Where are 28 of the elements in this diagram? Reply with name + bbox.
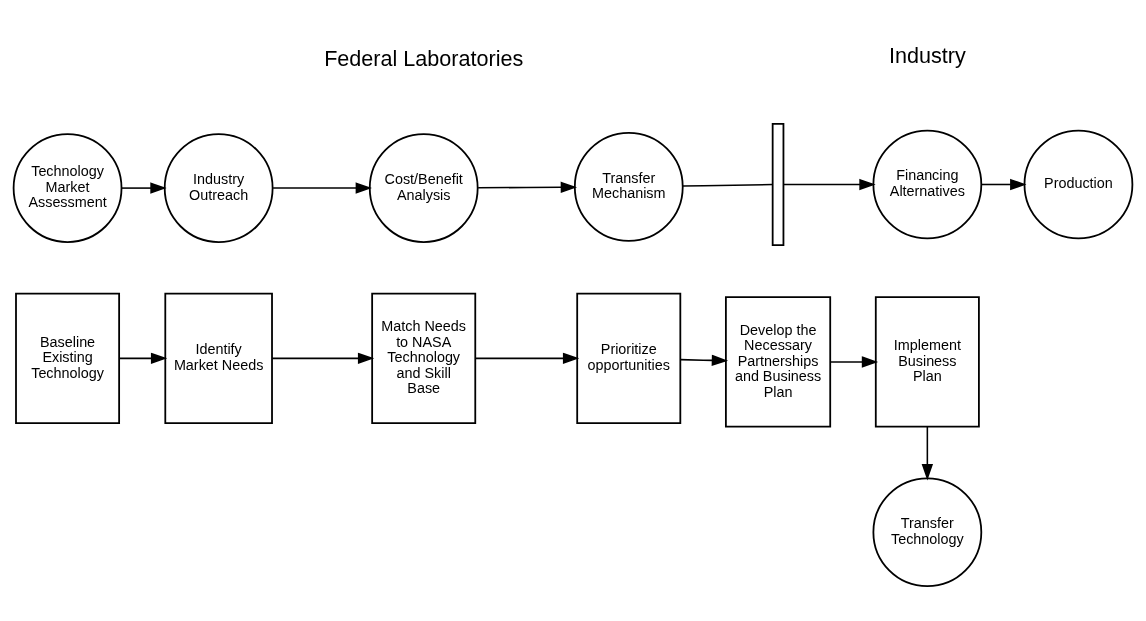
node-box: Identify Market Needs <box>164 292 273 424</box>
arrow <box>120 181 167 194</box>
node-circle: Technology Market Assessment <box>12 132 123 243</box>
arrow <box>980 178 1027 190</box>
label: Federal Laboratories <box>324 45 524 71</box>
node-box: Baseline Existing Technology <box>15 292 121 424</box>
arrow <box>118 352 168 364</box>
arrow <box>679 354 729 366</box>
arrow <box>474 352 580 364</box>
arrow <box>782 178 876 190</box>
arrow <box>272 181 372 194</box>
node-box: Match Needs to NASA Technology and Skill Base <box>371 292 477 424</box>
node-box: Prioritize opportunities <box>576 292 682 424</box>
node-circle: Transfer Mechanism <box>573 131 684 242</box>
node-circle: Financing Alternatives <box>872 129 983 239</box>
connector <box>682 183 774 187</box>
arrow <box>271 352 375 364</box>
node-bar <box>771 122 785 246</box>
label: Industry <box>888 42 966 68</box>
arrow <box>829 355 879 368</box>
arrow <box>921 425 934 480</box>
node-circle: Cost/Benefit Analysis <box>368 132 479 243</box>
node-box: Develop the Necessary Partnerships and Business Plan <box>725 295 832 428</box>
arrow <box>477 181 578 193</box>
node-circle: Production <box>1023 129 1134 239</box>
node-circle: Industry Outreach <box>163 132 274 243</box>
node-circle: Transfer Technology <box>872 476 983 587</box>
node-box: Implement Business Plan <box>874 295 980 428</box>
